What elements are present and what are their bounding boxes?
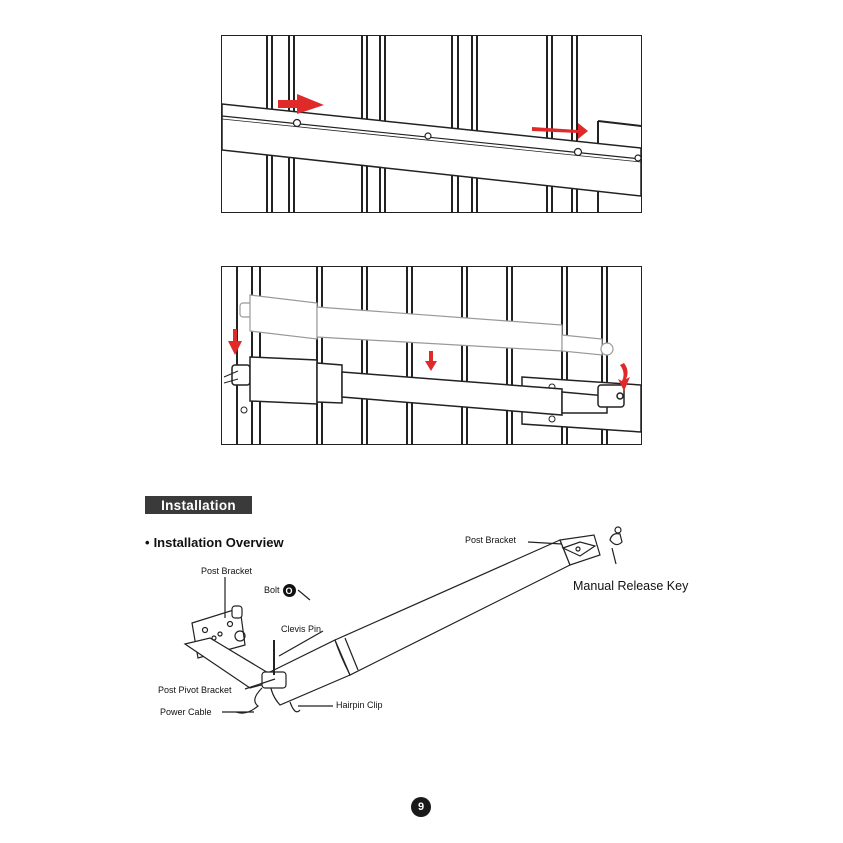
gate-rail-illustration — [221, 35, 642, 213]
manual-release-key-label: Manual Release Key — [573, 579, 689, 593]
hairpin-clip-label: Hairpin Clip — [336, 700, 383, 710]
bolt-label-text: Bolt — [264, 584, 280, 595]
overview-title: •Installation Overview — [145, 535, 284, 550]
overview-bullet: • — [145, 535, 150, 550]
overview-title-text: Installation Overview — [153, 535, 284, 550]
opener-mounting-illustration — [221, 266, 642, 445]
post-bracket-right-label: Post Bracket — [465, 535, 517, 545]
page-number: 9 — [411, 797, 431, 817]
page-number-text: 9 — [417, 801, 425, 813]
bolt-badge: O — [282, 584, 296, 597]
post-bracket-left-label: Post Bracket — [201, 566, 253, 576]
power-cable-label: Power Cable — [160, 707, 212, 717]
section-title: Installation — [161, 497, 236, 513]
section-header: Installation — [145, 496, 252, 514]
clevis-pin-label: Clevis Pin — [281, 624, 322, 634]
post-pivot-bracket-label: Post Pivot Bracket — [158, 685, 232, 695]
installation-overview-diagram — [183, 526, 623, 714]
